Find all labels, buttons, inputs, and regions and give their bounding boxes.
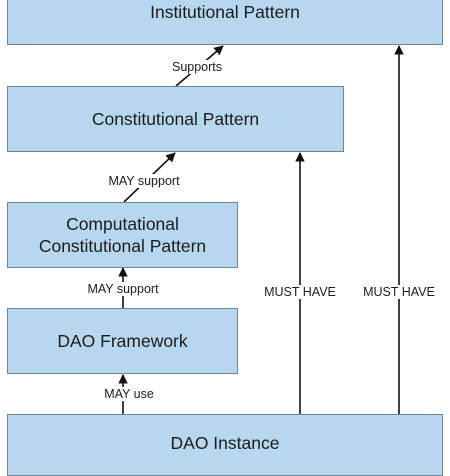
edge-label-must-have-constitutional: MUST HAVE <box>262 285 338 299</box>
edge-label-supports: Supports <box>169 60 225 74</box>
institutional-pattern-box: Institutional Pattern <box>7 0 443 45</box>
dao-instance-box: DAO Instance <box>7 414 443 476</box>
computational-label-line1: Computational <box>66 214 179 234</box>
edge-label-may-support-upper: MAY support <box>106 174 182 188</box>
constitutional-pattern-label: Constitutional Pattern <box>91 109 260 129</box>
dao-framework-box: DAO Framework <box>7 308 238 374</box>
edge-label-may-support-lower: MAY support <box>85 282 161 296</box>
constitutional-pattern-box: Constitutional Pattern <box>7 86 344 152</box>
dao-instance-label: DAO Instance <box>170 433 280 453</box>
computational-constitutional-pattern-box: Computational Constitutional Pattern <box>7 202 238 268</box>
computational-label-line2: Constitutional Pattern <box>38 236 207 256</box>
edge-label-must-have-institutional: MUST HAVE <box>361 285 437 299</box>
edge-label-may-use: MAY use <box>102 387 156 401</box>
institutional-pattern-label: Institutional Pattern <box>150 1 300 22</box>
dao-framework-label: DAO Framework <box>57 331 188 351</box>
connector-layer <box>118 45 404 414</box>
